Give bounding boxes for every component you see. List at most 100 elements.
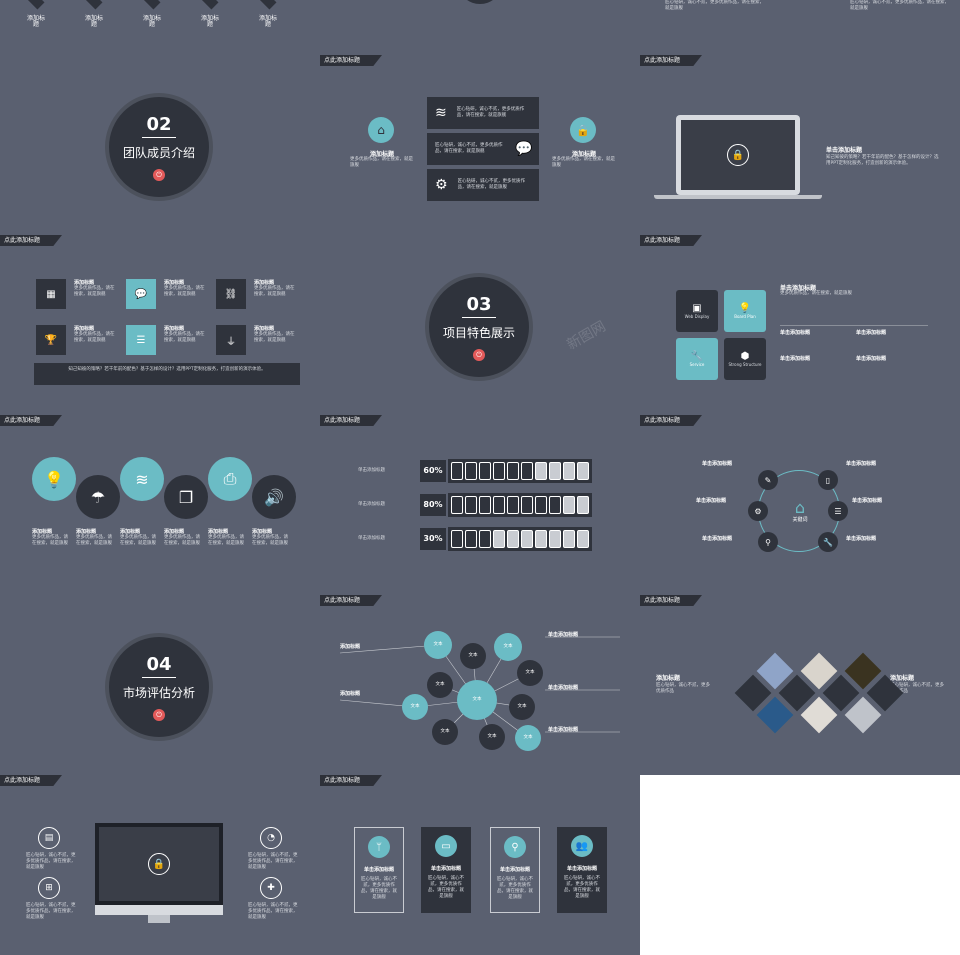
- phone-filled: [479, 530, 491, 548]
- slide-tag: 点此添加标题: [320, 415, 382, 426]
- bar-row-title: 单击添加标题: [358, 468, 385, 473]
- chat-box: 匠心钻研，诚心不贰，更多优质作品，请在搜索，就是旗舰 💬: [427, 133, 539, 165]
- tile-web-display: ▣Web Display: [676, 290, 718, 332]
- slide-tag: 点此添加标题: [320, 775, 382, 786]
- key-center: ⌂ 关键词: [792, 497, 808, 523]
- phone-filled: [521, 496, 533, 514]
- slide-wifi: 点此添加标题 ⌂ 添加标题 更多优质作品，请在搜索，就是旗舰 ≋ 匠心钻研，诚心…: [320, 55, 640, 235]
- windows-icon: ⊞: [38, 877, 60, 899]
- bar-row-title: 单击添加标题: [358, 502, 385, 507]
- phone-empty: [563, 462, 575, 480]
- phone-empty: [549, 462, 561, 480]
- blank-area: [640, 775, 960, 955]
- section-number: 03: [462, 294, 496, 318]
- phone-filled: [465, 530, 477, 548]
- phone-filled: [493, 462, 505, 480]
- slide-diamond: 点此添加标题 添加标题 匠心钻研，诚心不贰，更多优质作品 添加标题 匠心钻研，诚…: [640, 595, 960, 775]
- slide-tag: 点此添加标题: [0, 235, 62, 246]
- phone-filled: [465, 462, 477, 480]
- slide-key: 点此添加标题 ⌂ 关键词 ✎ ▯ ⚙ ☰ ⚲ 🔧 单击添加标题 单击添加标题 单…: [640, 415, 960, 595]
- phone-filled: [493, 496, 505, 514]
- lock-icon: 🔒: [570, 117, 596, 143]
- slide-tag: 点此添加标题: [640, 55, 702, 66]
- top-item: 添加标题: [25, 0, 47, 28]
- card: ᛘ 单击添加标题 匠心钻研，诚心不贰，更多优质作品，请在搜索，就是旗舰: [354, 827, 404, 913]
- laptop-text: 知己知彼的策略？若干年前的配色？基于怎样的设计？选用PPT定制化服务，打造创新的…: [826, 155, 939, 166]
- edit-icon: ✎: [758, 470, 778, 490]
- wifi-icon: ≋: [435, 105, 447, 121]
- bar-row: 单击添加标题 80%: [358, 493, 592, 517]
- phone-empty: [577, 530, 589, 548]
- top-item: 添加标题: [141, 0, 163, 28]
- node: 文本: [427, 672, 453, 698]
- slide-top-left: 添加标题 添加标题 添加标题 添加标题 添加标题: [0, 0, 320, 45]
- bar-pct: 80%: [420, 494, 446, 516]
- chat-icon: 💬: [515, 141, 533, 157]
- slide-market: 04 市场评估分析 ⏻: [0, 595, 320, 775]
- slide-tag: 点此添加标题: [320, 595, 382, 606]
- clipboard-icon: ▤: [38, 827, 60, 849]
- slide-circles: 点此添加标题 💡 ☂ ≋ ❐ ⎙ 🔊 添加标题更多优质作品，请在搜索，就是旗舰 …: [0, 415, 320, 595]
- section-title: 市场评估分析: [122, 685, 195, 700]
- right-text: 更多优质作品，请在搜索，就是旗舰: [552, 157, 615, 168]
- phone-empty: [507, 530, 519, 548]
- phone-filled: [465, 496, 477, 514]
- top-item: 添加标题: [83, 0, 105, 28]
- phone-empty: [577, 462, 589, 480]
- phone-filled: [479, 462, 491, 480]
- lock-icon: 🔒: [727, 144, 749, 166]
- phone-empty: [577, 496, 589, 514]
- phone-empty: [549, 530, 561, 548]
- slide-tiles: 点此添加标题 ▣Web Display 💡Board Plan 🔧Service…: [640, 235, 960, 415]
- node: 文本: [424, 631, 452, 659]
- section-title: 项目特色展示: [442, 325, 515, 340]
- phone-empty: [521, 530, 533, 548]
- node: 文本: [457, 680, 497, 720]
- slide-laptop: 点此添加标题 🔒 单击添加标题 知己知彼的策略？若干年前的配色？基于怎样的设计？…: [640, 55, 960, 235]
- phone-filled: [451, 496, 463, 514]
- devices-icon: ▯: [818, 470, 838, 490]
- section-circle: 04 市场评估分析 ⏻: [105, 633, 213, 741]
- plug-icon: ⏚: [216, 325, 246, 355]
- top-item: 添加标题: [257, 0, 279, 28]
- wifi-icon: ≋: [120, 457, 164, 501]
- speaker-icon: 🔊: [252, 475, 296, 519]
- tiles-title: 单击添加标题: [780, 285, 817, 292]
- slide-top-right: 匠心钻研，诚心不贰，更多优质作品，请在搜索，就是旗舰 匠心钻研，诚心不贰，更多优…: [640, 0, 960, 45]
- database-icon: ☰: [126, 325, 156, 355]
- wifi-box: ≋ 匠心钻研，诚心不贰，更多优质作品，请在搜索，就是旗舰: [427, 97, 539, 129]
- node: 文本: [494, 633, 522, 661]
- left-text: 更多优质作品，请在搜索，就是旗舰: [350, 157, 413, 168]
- top-item: 添加标题: [199, 0, 221, 28]
- slide-tag: 点此添加标题: [640, 415, 702, 426]
- laptop: 🔒: [676, 115, 800, 195]
- top-circle: [460, 0, 500, 4]
- gear-icon: ⚙: [435, 177, 448, 193]
- phone-filled: [451, 530, 463, 548]
- phone-filled: [451, 462, 463, 480]
- phone-empty: [493, 530, 505, 548]
- slide-tag: 点此添加标题: [640, 235, 702, 246]
- docs-icon: ❐: [164, 475, 208, 519]
- phone-filled: [507, 496, 519, 514]
- trophy-icon: 🏆: [36, 325, 66, 355]
- presentation-icon: ▦: [36, 279, 66, 309]
- wrench-icon: 🔧: [818, 532, 838, 552]
- slide-feature: 03 项目特色展示 ⏻ 新图网: [320, 235, 640, 415]
- users-icon: 👥: [571, 835, 593, 857]
- phone-filled: [535, 496, 547, 514]
- search-icon: ⚲: [504, 836, 526, 858]
- phone-empty: [535, 462, 547, 480]
- phone-bar: [448, 459, 592, 483]
- phone-empty: [563, 530, 575, 548]
- bulb-icon: 💡: [32, 457, 76, 501]
- printer-icon: ⎙: [208, 457, 252, 501]
- node: 文本: [509, 694, 535, 720]
- slide-team: 02 团队成员介绍 ⏻: [0, 55, 320, 235]
- node: 文本: [402, 694, 428, 720]
- slide-tag: 点此添加标题: [640, 595, 702, 606]
- footer-text: 知己知彼的策略？若干年前的配色？基于怎样的设计？选用PPT定制化服务，打造创新的…: [34, 363, 300, 385]
